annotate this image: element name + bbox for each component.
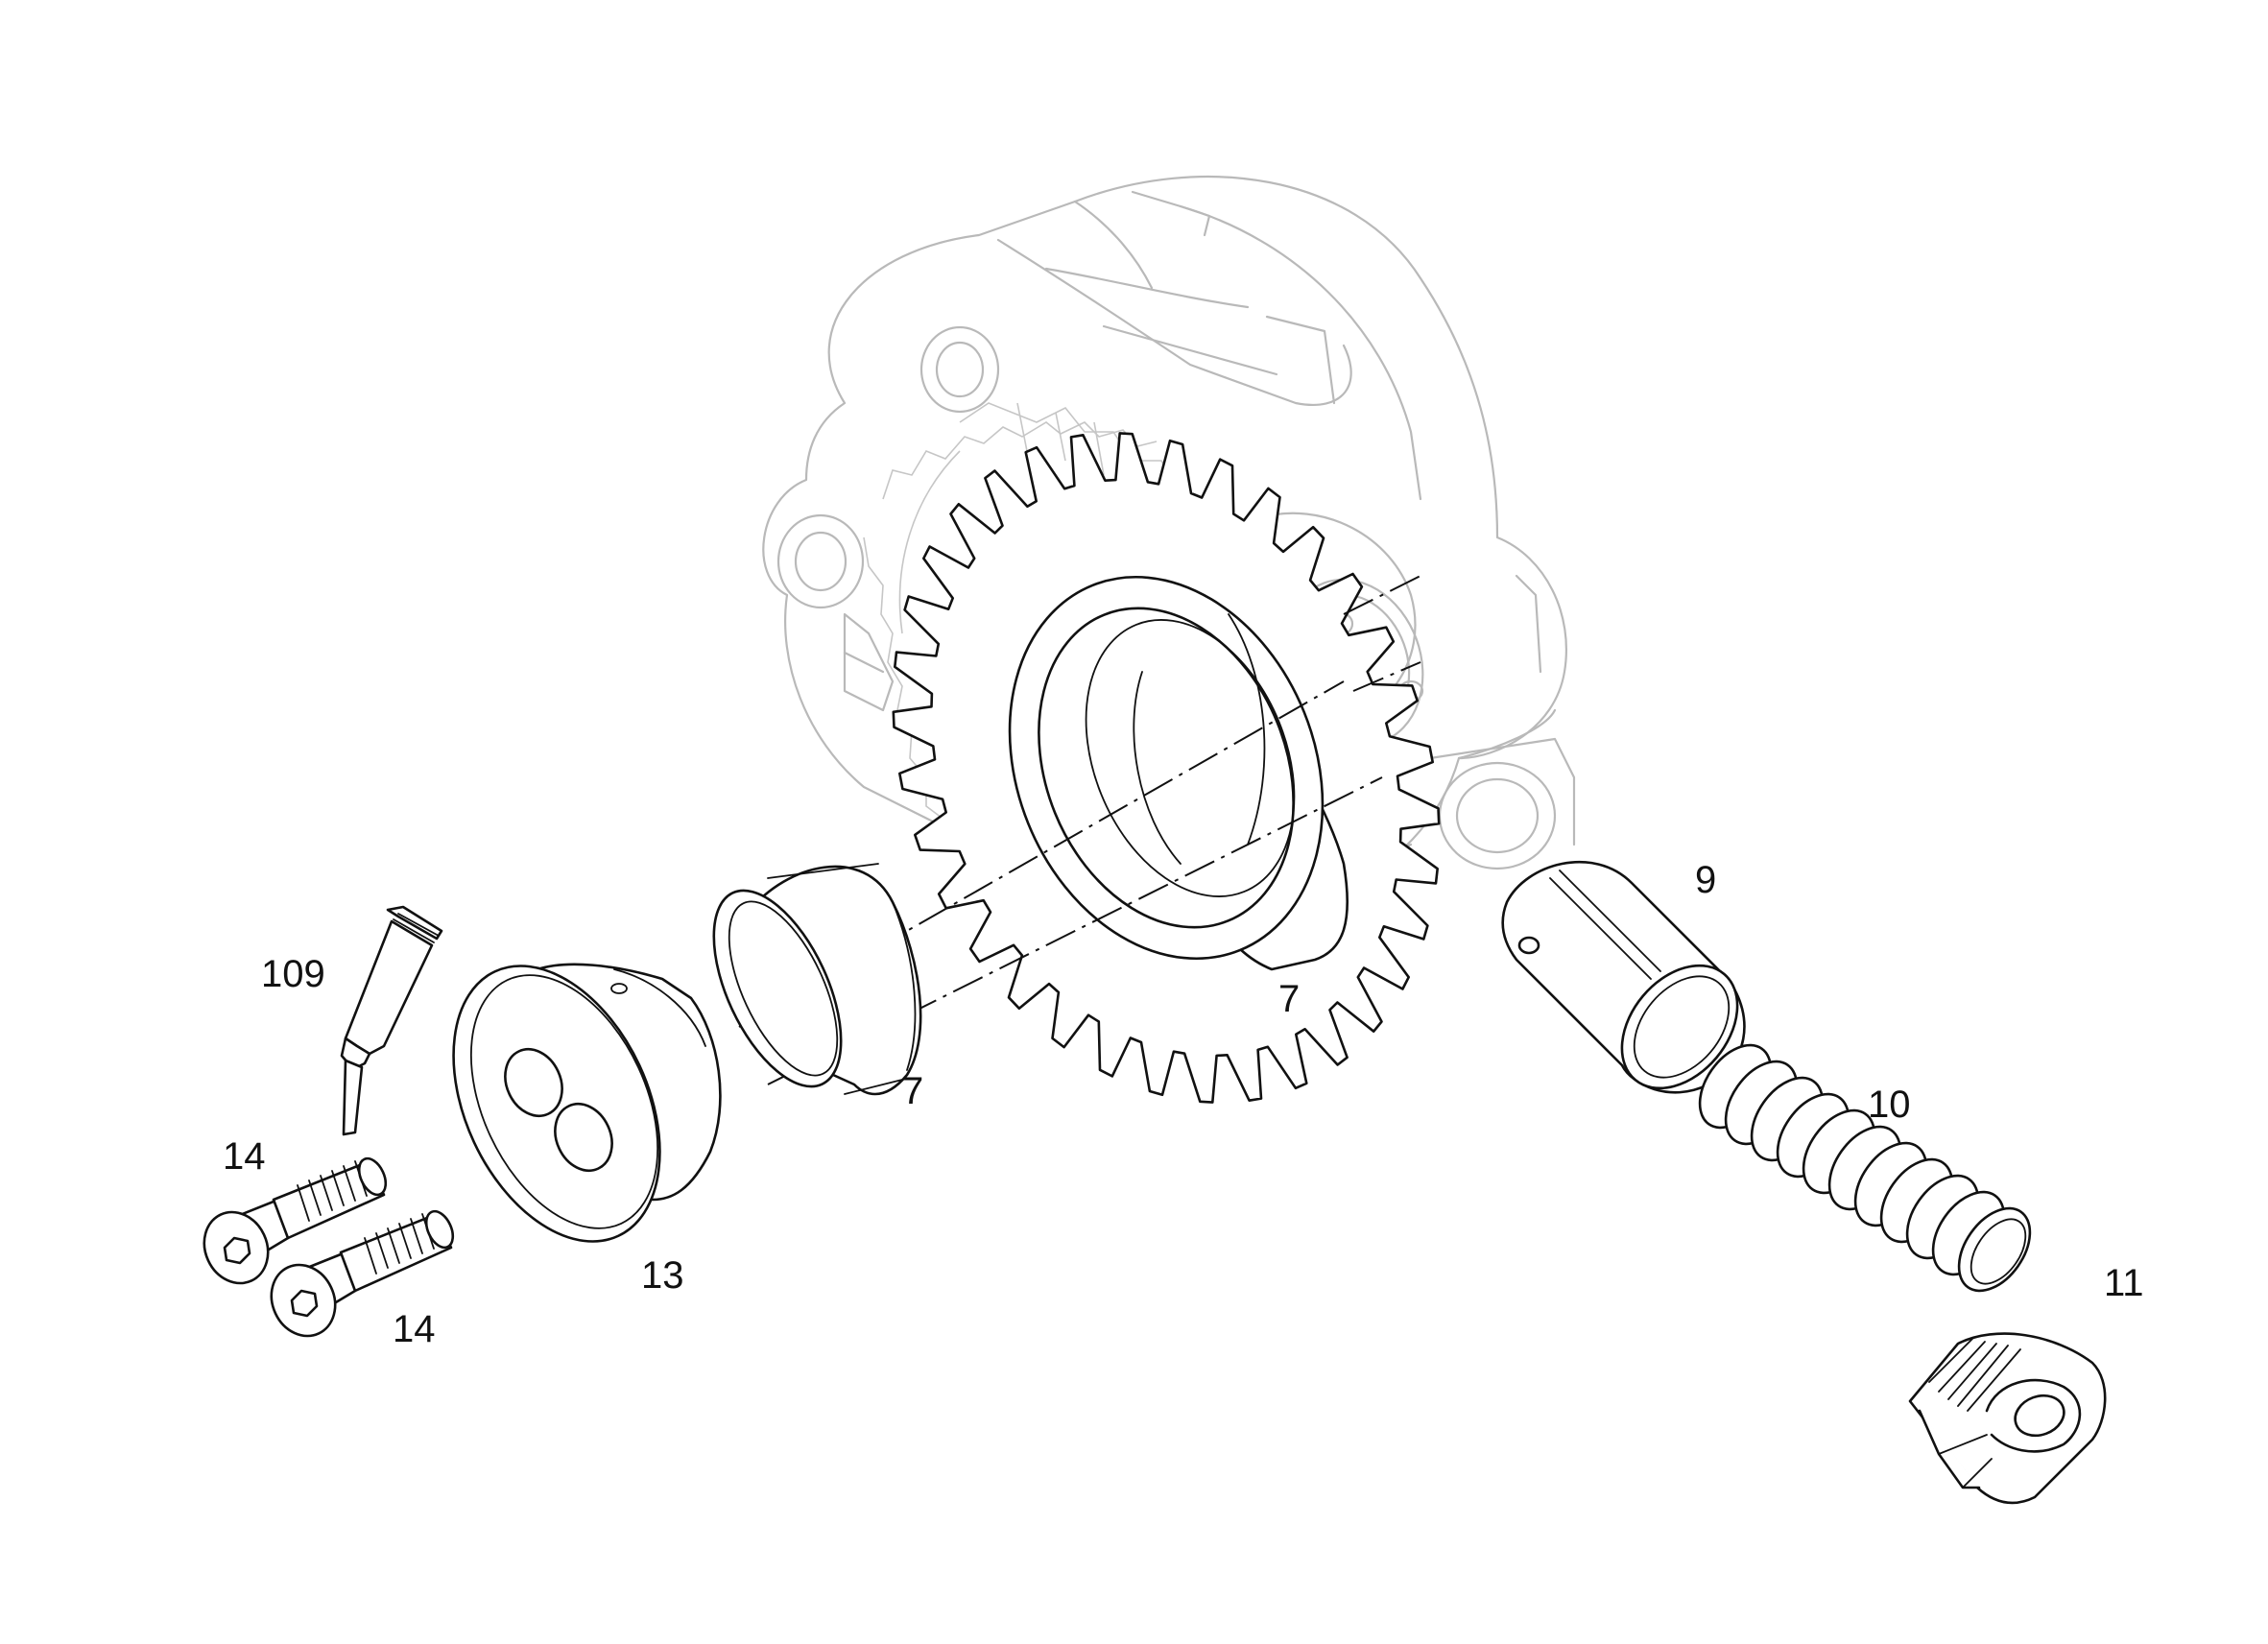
callout-14-upper: 14 (223, 1135, 266, 1178)
spring-coil (1957, 1206, 2032, 1293)
callout-11: 11 (2104, 1262, 2144, 1304)
callout-7-gear: 7 (1278, 978, 1300, 1020)
callout-10: 10 (1868, 1084, 1911, 1126)
callout-13: 13 (641, 1254, 684, 1297)
threaded-plug-11 (1908, 1332, 2107, 1505)
flange-cover-13 (452, 963, 722, 1243)
sealant-tube-109 (340, 905, 443, 1136)
callout-7-bushing: 7 (902, 1070, 923, 1112)
gear-7 (892, 432, 1441, 1104)
callout-labels: 109 14 14 13 7 7 9 10 11 (223, 859, 2144, 1350)
spring-10 (1698, 1043, 2032, 1293)
cap-screw-14-upper (203, 1156, 388, 1285)
spring-end (1970, 1218, 2027, 1285)
callout-14-lower: 14 (393, 1308, 436, 1350)
callout-109: 109 (261, 953, 325, 995)
callout-9: 9 (1695, 859, 1716, 901)
cap-screw-14-lower (270, 1209, 455, 1338)
bushing-7 (712, 863, 922, 1096)
valve-piston-9 (1501, 860, 1746, 1094)
